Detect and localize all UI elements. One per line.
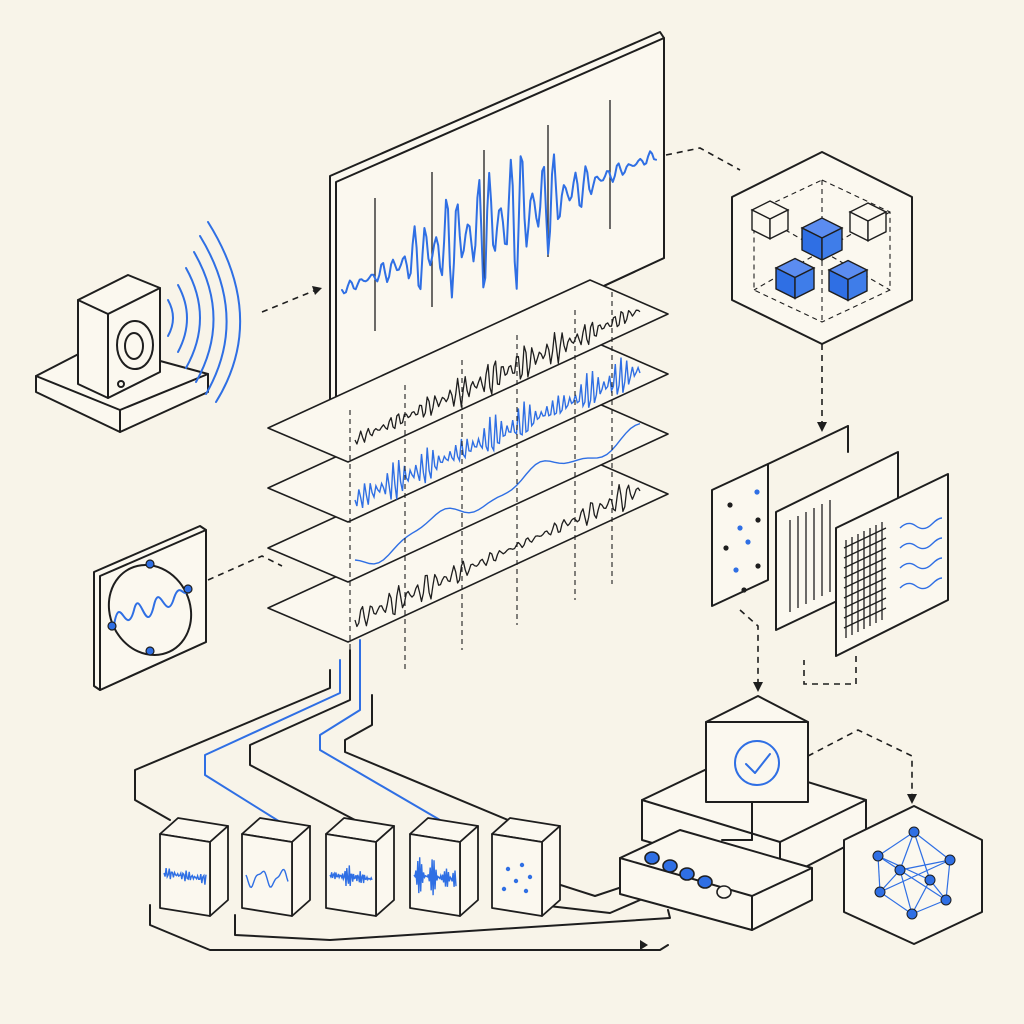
oscillator-to-layers-connector (207, 555, 283, 581)
scatter-dot (755, 563, 761, 569)
network-node (924, 874, 936, 886)
indicator-light (679, 867, 695, 881)
network-node (874, 886, 886, 898)
network-node (894, 864, 906, 876)
block-dot (513, 878, 519, 884)
display-to-cubes-connector (665, 147, 741, 171)
feature-block (491, 817, 561, 917)
feature-layer-wave (354, 309, 641, 445)
network-edge (911, 899, 947, 915)
oscillator-icon (93, 525, 207, 691)
indicator-light (662, 859, 678, 873)
scatter-dot (741, 587, 747, 593)
network-edge (913, 831, 951, 861)
feature-block (409, 817, 479, 917)
network-node (872, 850, 884, 862)
grid-line (843, 597, 887, 619)
network-edge (913, 831, 931, 881)
grid-line (843, 537, 887, 559)
cube-blue (800, 217, 844, 262)
scatter-dot (733, 567, 739, 573)
block-dot (523, 888, 529, 894)
cards-to-processor-connector (739, 609, 857, 692)
network-node (906, 908, 918, 920)
network-node (940, 894, 952, 906)
network-edge (911, 879, 931, 915)
sound-waves-icon (167, 221, 242, 403)
check-circle-icon (734, 740, 780, 786)
speaker-icon (35, 274, 209, 433)
feature-layer-wave (354, 483, 641, 628)
scatter-dot (745, 539, 751, 545)
network-node (908, 826, 920, 838)
scatter-dot (754, 489, 760, 495)
feature-card-spectrogram (835, 473, 949, 657)
feature-block (241, 817, 311, 917)
grid-line (843, 577, 887, 599)
cube-blue (774, 257, 816, 300)
grid-line (843, 607, 887, 629)
check-panel (705, 695, 809, 803)
processor-to-network-connector (807, 729, 917, 804)
scatter-dot (737, 525, 743, 531)
grid-line (843, 587, 887, 609)
network-edge (945, 859, 951, 901)
projection-lines (349, 292, 613, 690)
block-wave (245, 868, 289, 889)
feature-layer-wave (354, 357, 641, 509)
block-wave (163, 868, 207, 885)
feature-block (159, 817, 229, 917)
feature-block (325, 817, 395, 917)
block-wave (413, 857, 457, 896)
network-node (944, 854, 956, 866)
indicator-light (716, 885, 732, 899)
grid-line (843, 567, 887, 589)
block-dot (505, 866, 511, 872)
block-dot (527, 874, 533, 880)
grid-line (843, 557, 887, 579)
scatter-dot (723, 545, 729, 551)
grid-line (843, 547, 887, 569)
scatter-dot (755, 517, 761, 523)
cube-outline (848, 202, 888, 242)
speaker-to-display-connector (261, 286, 322, 313)
feature-layer-wave (354, 422, 641, 565)
cube-blue (827, 259, 869, 302)
grid-line (843, 527, 887, 549)
network-edge (877, 855, 881, 893)
feature-blocks-icon (159, 817, 561, 917)
indicator-light (697, 875, 713, 889)
scatter-dot (727, 502, 733, 508)
network-edge (879, 859, 951, 893)
block-dot (501, 886, 507, 892)
network-edge (879, 891, 913, 915)
feature-layers-icon (267, 279, 669, 643)
cube-outline (750, 200, 790, 240)
network-graph-icon (843, 805, 983, 945)
network-edge (877, 831, 915, 857)
feature-card-scatter (711, 463, 769, 607)
block-dot (519, 862, 525, 868)
cubes-to-cards-connector (817, 344, 827, 432)
network-edge (877, 855, 947, 901)
indicator-light (644, 851, 660, 865)
network-edge (899, 869, 913, 915)
feature-layer (267, 279, 669, 463)
cube-cluster-icon (731, 151, 913, 345)
block-wave (329, 865, 373, 887)
feature-cards-icon (711, 425, 949, 657)
network-edge (899, 831, 915, 871)
